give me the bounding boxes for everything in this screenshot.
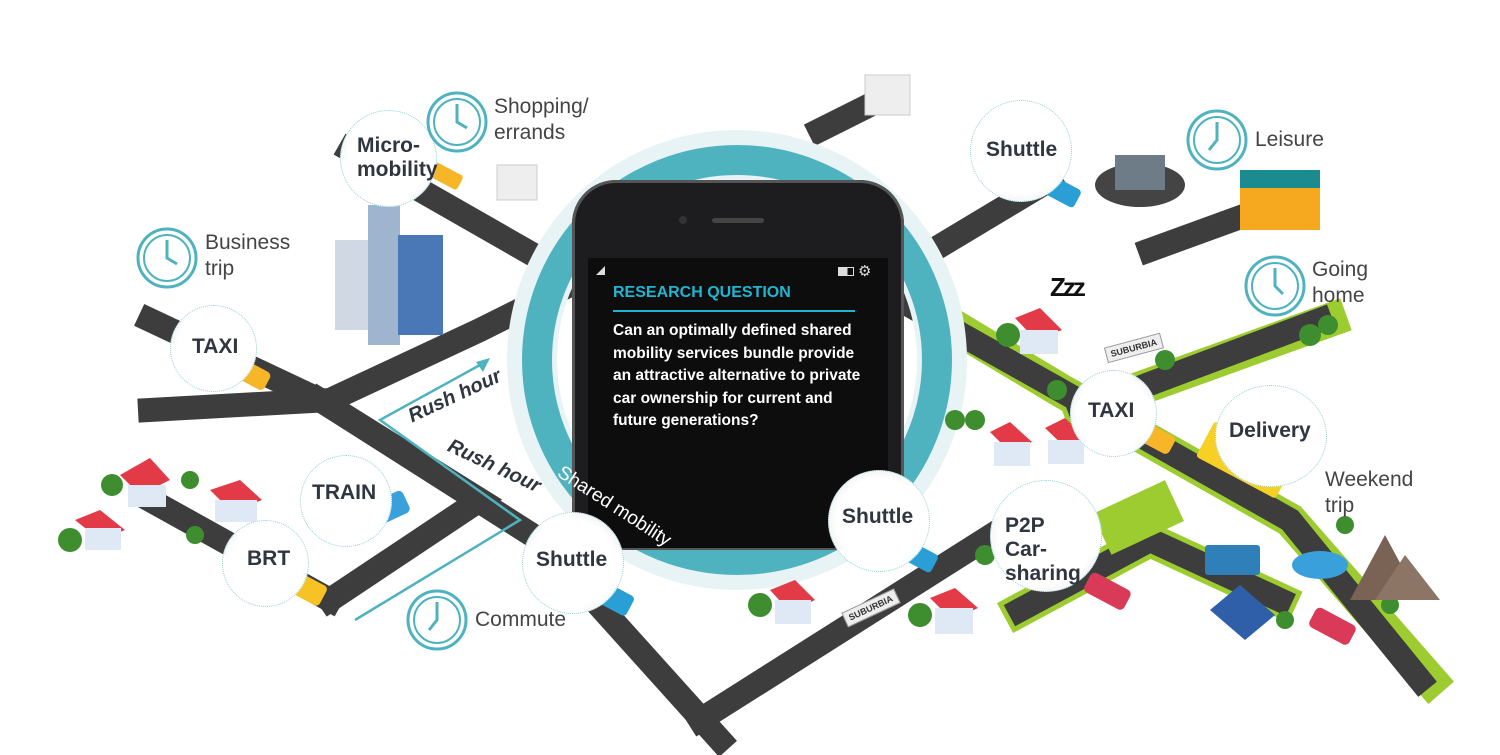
- road-brt: [303, 383, 503, 617]
- leisure-buildings: [496, 74, 1440, 640]
- micromobility-label: Micro- mobility: [357, 134, 438, 181]
- shared-mobility-ring: [522, 145, 952, 575]
- clock-icon: [406, 589, 468, 651]
- train-bubble: [300, 455, 392, 547]
- micromobility-bubble: [340, 110, 437, 207]
- brt-bubble: [222, 520, 309, 607]
- research-question-text: Can an optimally defined shared mobility…: [613, 322, 861, 429]
- leisure-label: Leisure: [1255, 128, 1324, 151]
- train-label: TRAIN: [312, 481, 377, 504]
- pub-icon: [1240, 185, 1320, 230]
- delivery-label: Delivery: [1229, 419, 1311, 442]
- plaza-icon: [1092, 480, 1184, 555]
- battery-icon: [838, 267, 854, 276]
- clock-icon: [426, 91, 488, 153]
- phone-speaker: [712, 218, 764, 223]
- pond-icon: [1292, 551, 1348, 579]
- delivery-bubble: [1215, 385, 1327, 487]
- rush-hour-route: [354, 363, 523, 622]
- shuttle-bubble: [970, 100, 1072, 202]
- barn-icon: [1210, 585, 1275, 640]
- sleep-icon: Zzz: [1050, 272, 1086, 302]
- shopping-label: Shopping/ errands: [494, 95, 589, 144]
- taxi-bubble: [170, 305, 257, 392]
- shop-icon: [864, 74, 911, 116]
- brt-label: BRT: [247, 547, 291, 570]
- car-icon: [1309, 607, 1356, 645]
- clock-icon: [136, 227, 198, 289]
- going-home-label: Going home: [1312, 258, 1369, 307]
- clock-icon: [1244, 255, 1306, 317]
- weekend-trip-label: Weekend trip: [1325, 468, 1414, 517]
- clock-icon: [1186, 109, 1248, 171]
- shuttle-bubble: [828, 470, 930, 572]
- shuttle-label: Shuttle: [536, 548, 608, 571]
- shop-icon: [496, 164, 538, 201]
- research-question-heading: RESEARCH QUESTION: [613, 284, 791, 301]
- phone-camera: [679, 216, 687, 224]
- signal-icon: [596, 266, 605, 275]
- carsharing-bubble: [990, 480, 1102, 592]
- taxi-bubble: [1070, 370, 1157, 457]
- shuttle-label: Shuttle: [842, 505, 914, 528]
- skyscrapers-icon: [335, 205, 443, 345]
- commute-label: Commute: [475, 608, 567, 631]
- business-trip-label: Business trip: [205, 231, 291, 280]
- scooter-icon: [429, 162, 463, 190]
- carsharing-label: P2P Car- sharing: [1005, 514, 1081, 585]
- taxi-label: TAXI: [192, 335, 239, 358]
- heading-rule: [613, 310, 855, 312]
- shuttle-label: Shuttle: [986, 138, 1058, 161]
- trees-icon: [58, 315, 1399, 629]
- route-arrow-icon: [476, 358, 490, 372]
- van-icon: [1205, 545, 1260, 575]
- shuttle-bubble: [522, 512, 624, 614]
- houses-icon: [75, 308, 1088, 634]
- car-icon: [1084, 572, 1131, 610]
- gear-icon[interactable]: ⚙: [858, 263, 872, 280]
- taxi-label: TAXI: [1088, 399, 1135, 422]
